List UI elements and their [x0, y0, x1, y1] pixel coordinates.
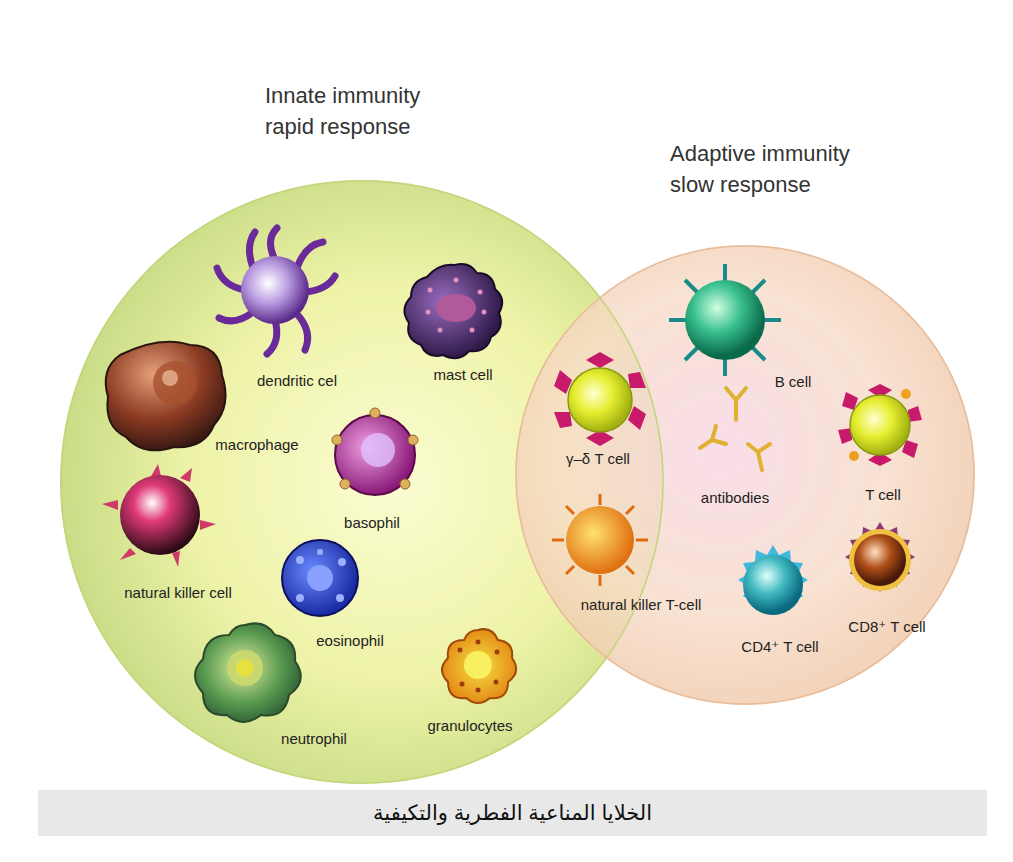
cell-label: B cell — [775, 373, 812, 390]
region-heading: Innate immunity rapid response — [265, 80, 443, 142]
cell-label: CD8⁺ T cell — [848, 618, 925, 636]
figure-caption: الخلايا المناعية الفطرية والتكيفية — [38, 790, 987, 836]
region-circle — [516, 246, 974, 704]
cell-label: mast cell — [433, 366, 492, 383]
cell-label: neutrophil — [281, 730, 347, 747]
cell-label: basophil — [344, 514, 400, 531]
cell-label: eosinophil — [316, 632, 384, 649]
region-outline — [515, 245, 975, 705]
region-outline — [60, 180, 664, 784]
cell-label: natural killer cell — [124, 584, 232, 601]
cell-label: γ–δ T cell — [566, 450, 630, 467]
region-heading: Adaptive immunity slow response — [670, 138, 878, 200]
cell-label: dendritic cel — [257, 372, 337, 389]
cell-label: natural killer T-cell — [581, 596, 702, 613]
cell-label: CD4⁺ T cell — [741, 638, 818, 656]
region-circle — [61, 181, 663, 783]
immunity-region: Adaptive immunity slow response — [515, 245, 975, 705]
immunity-region: Innate immunity rapid response — [60, 180, 664, 784]
cell-label: macrophage — [215, 436, 298, 453]
cell-label: antibodies — [701, 489, 769, 506]
cell-label: T cell — [865, 486, 901, 503]
cell-label: granulocytes — [427, 717, 512, 734]
